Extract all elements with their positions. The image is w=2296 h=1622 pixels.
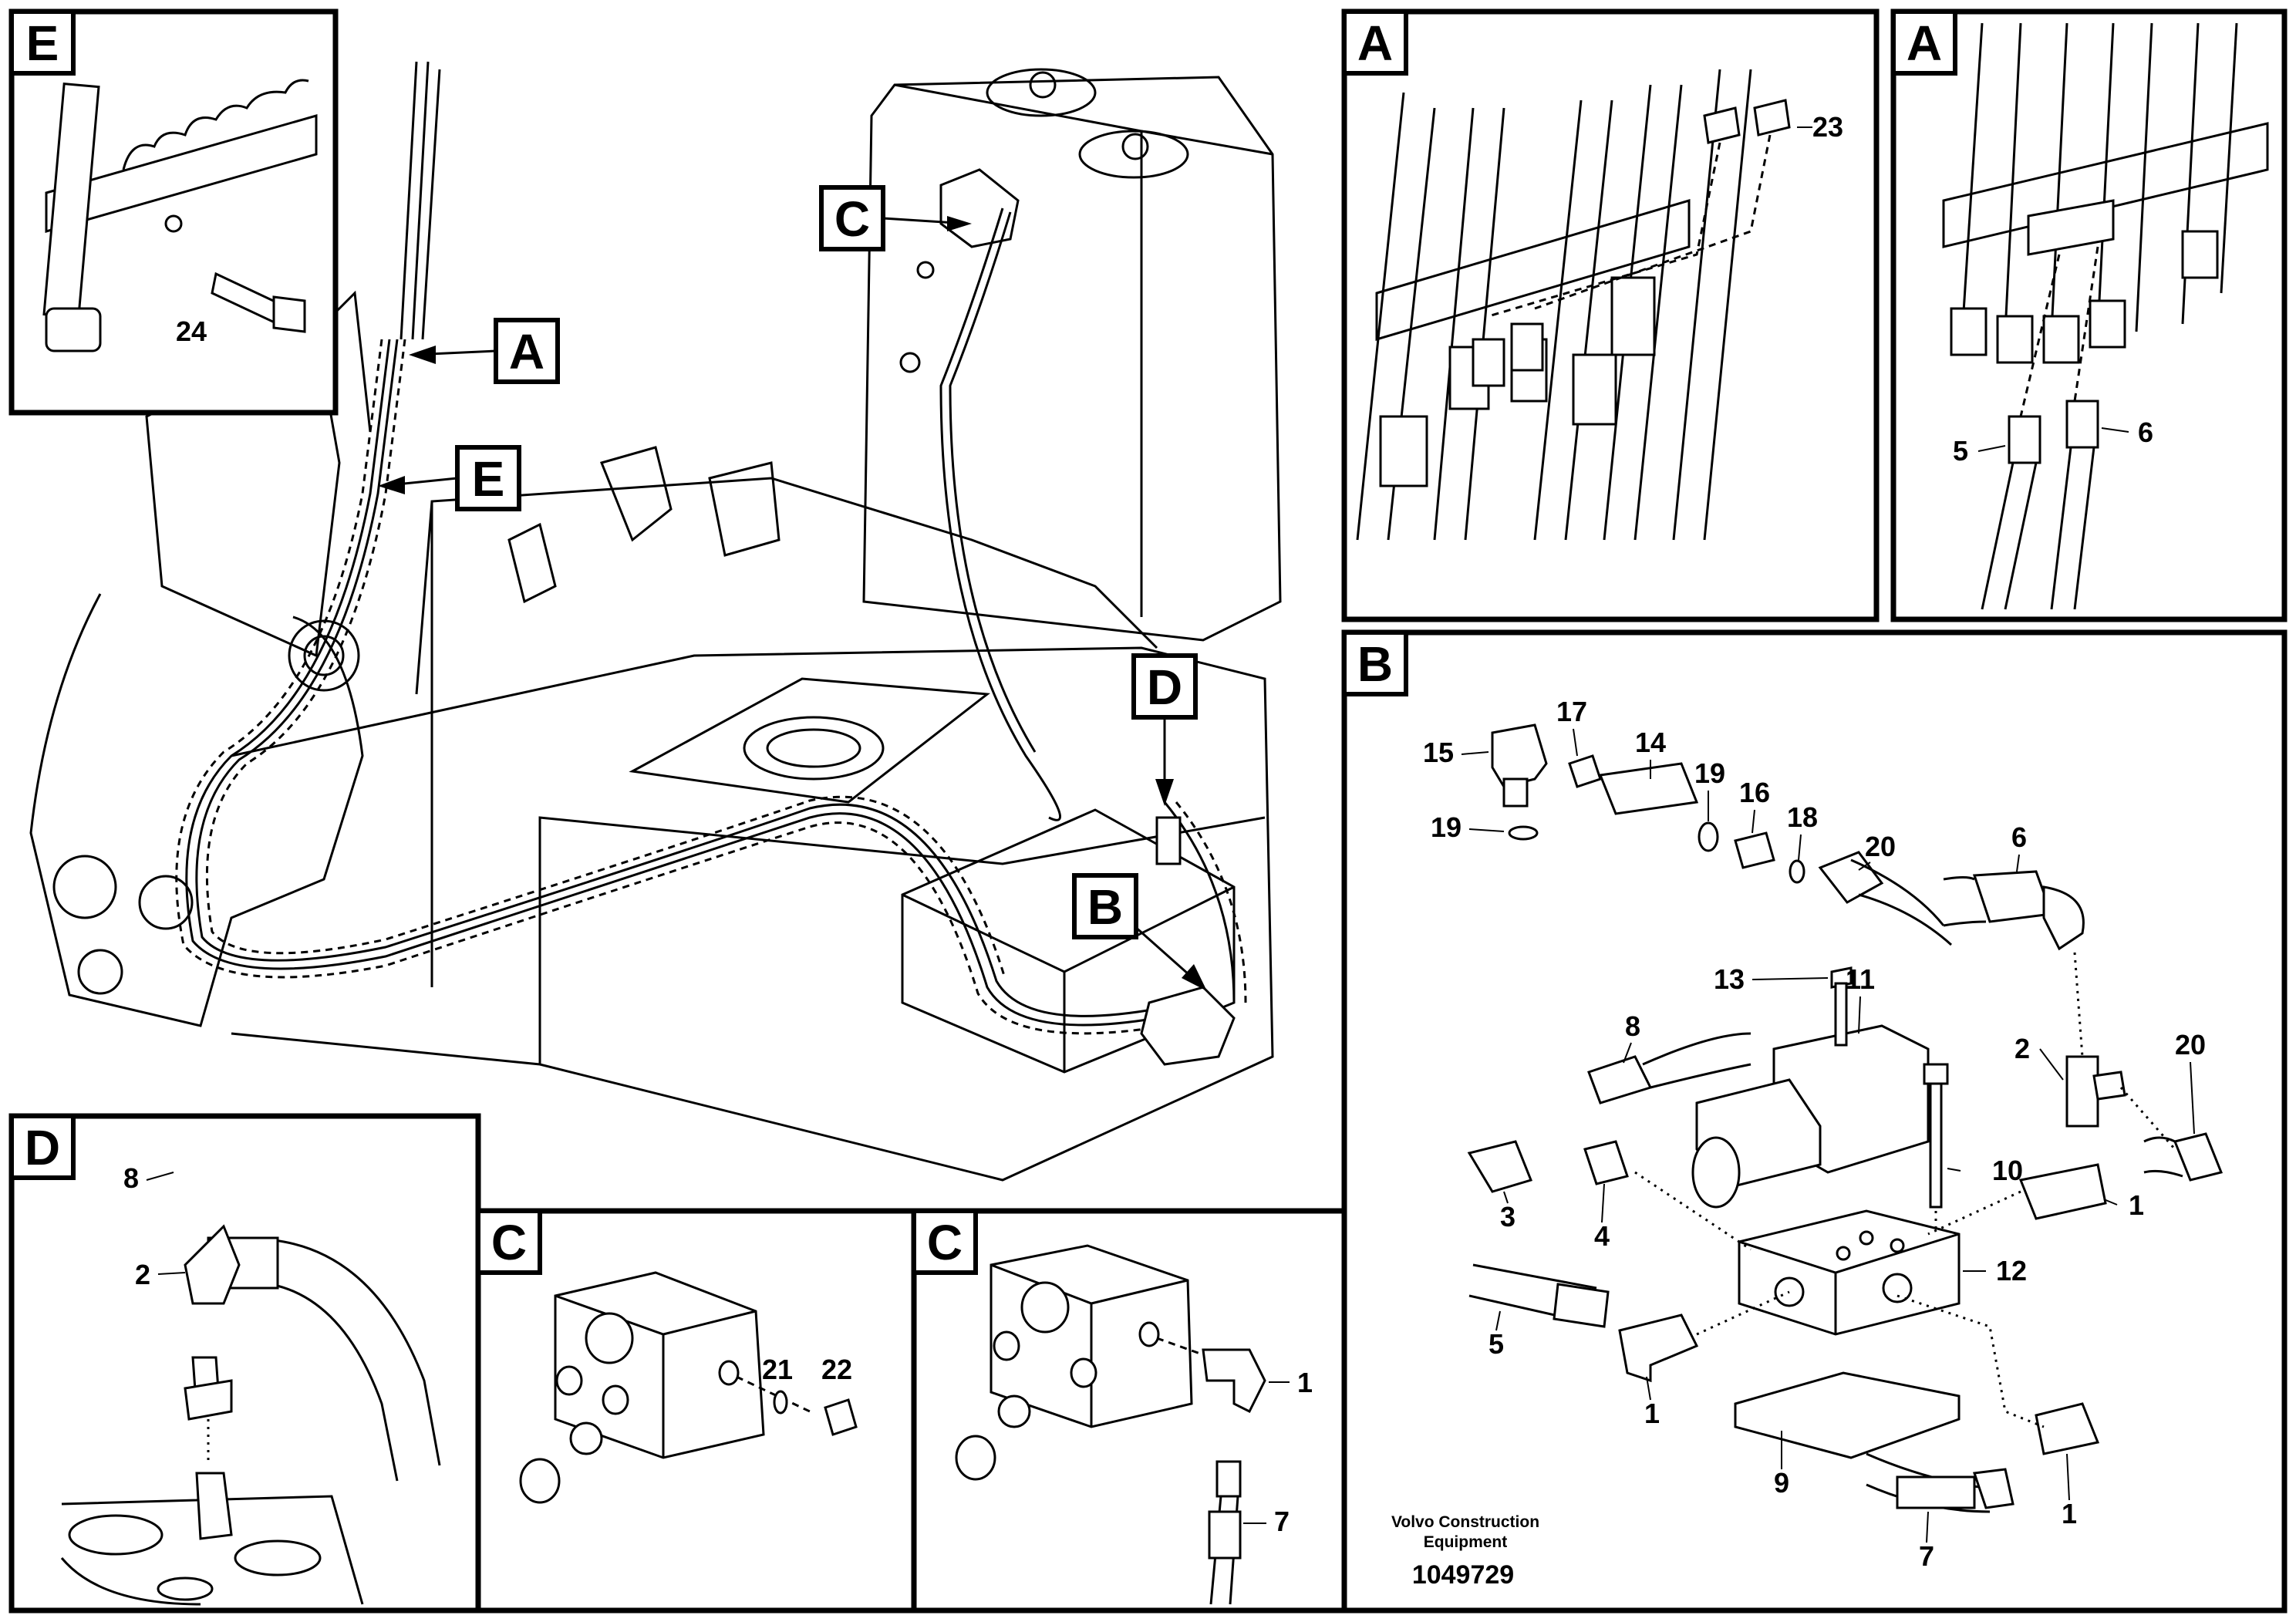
part-number: 2 xyxy=(2014,1033,2030,1064)
callout-B-label: B xyxy=(1087,879,1123,935)
panel-E-tag: E xyxy=(26,15,59,71)
panel-B: B xyxy=(1341,629,2288,1614)
part-number: 14 xyxy=(1635,727,1666,758)
part-number: 11 xyxy=(1846,963,1875,995)
part-number: 16 xyxy=(1739,777,1770,808)
part-number: 24 xyxy=(176,315,207,347)
company-name-line2: Equipment xyxy=(1424,1533,1508,1551)
part-number: 6 xyxy=(2011,821,2027,853)
part-number: 22 xyxy=(821,1354,852,1385)
panel-A-2-tag: A xyxy=(1907,15,1942,71)
part-number: 23 xyxy=(1812,111,1843,143)
part-number: 21 xyxy=(762,1354,793,1385)
part-number: 1 xyxy=(2062,1498,2077,1529)
part-number: 8 xyxy=(1625,1010,1640,1042)
part-number: 5 xyxy=(1953,435,1968,467)
part-number: 3 xyxy=(1500,1201,1515,1233)
panel-C-1: C 21 22 xyxy=(475,1208,917,1614)
part-number: 7 xyxy=(1274,1506,1290,1537)
callout-D-label: D xyxy=(1147,659,1182,715)
part-number: 19 xyxy=(1694,757,1725,789)
callout-C-label: C xyxy=(834,191,870,247)
main-callout-A: A xyxy=(409,318,560,384)
part-number: 1 xyxy=(1297,1367,1313,1398)
part-number: 18 xyxy=(1787,801,1818,833)
part-number: 1 xyxy=(2129,1189,2144,1221)
panel-D-tag: D xyxy=(25,1120,60,1175)
panel-C-1-tag: C xyxy=(491,1215,527,1270)
part-number: 1 xyxy=(1644,1398,1660,1429)
part-number: 2 xyxy=(135,1259,150,1290)
panel-A-1: A 23 xyxy=(1341,8,1880,622)
company-name-line1: Volvo Construction xyxy=(1391,1513,1539,1531)
part-number: 19 xyxy=(1431,811,1462,843)
panel-A-1-tag: A xyxy=(1357,15,1393,71)
part-number: 6 xyxy=(2138,416,2153,448)
part-number: 4 xyxy=(1594,1220,1610,1252)
part-number: 7 xyxy=(1919,1540,1934,1572)
panel-C-2-tag: C xyxy=(927,1215,963,1270)
main-callout-B: B xyxy=(1072,873,1207,991)
document-number: 1049729 xyxy=(1412,1560,1514,1590)
panel-D: D 8 2 xyxy=(8,1113,481,1614)
panel-A-2: A 5 6 xyxy=(1890,8,2288,622)
part-number: 10 xyxy=(1992,1155,2023,1186)
part-number: 12 xyxy=(1996,1255,2027,1286)
main-assembly-view xyxy=(29,61,1282,1182)
part-number: 15 xyxy=(1423,737,1454,768)
panel-C-2: C 1 7 xyxy=(911,1208,1347,1614)
main-callout-C: C xyxy=(819,185,972,251)
part-number: 13 xyxy=(1714,963,1745,995)
part-number: 5 xyxy=(1489,1328,1504,1360)
part-number: 8 xyxy=(123,1162,139,1194)
part-number: 20 xyxy=(2175,1029,2206,1061)
part-number: 17 xyxy=(1556,696,1587,727)
callout-E-label: E xyxy=(472,451,505,507)
part-number: 9 xyxy=(1774,1467,1789,1499)
callout-A-label: A xyxy=(509,324,544,379)
main-callout-E: E xyxy=(378,445,521,511)
panel-B-tag: B xyxy=(1357,636,1393,692)
part-number: 20 xyxy=(1865,831,1896,862)
panel-E: E 24 xyxy=(8,8,339,416)
main-callout-D: D xyxy=(1131,653,1198,806)
